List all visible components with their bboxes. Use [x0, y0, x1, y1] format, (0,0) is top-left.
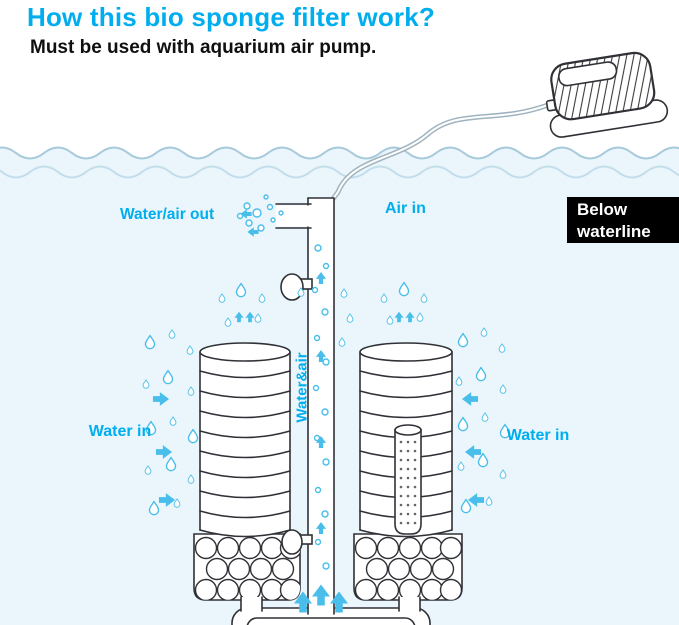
below-waterline-badge: Below waterline [567, 197, 679, 243]
waterline [0, 146, 679, 625]
right-sponge [359, 342, 453, 538]
suction-cup-bottom [281, 529, 313, 555]
outlet-bubbles [236, 194, 284, 237]
right-media-chamber [353, 533, 463, 601]
center-pipe [275, 197, 335, 615]
left-media-chamber [193, 533, 301, 601]
suction-cup-top [280, 273, 313, 301]
water-in-left-label: Water in [88, 423, 152, 440]
page-subtitle: Must be used with aquarium air pump. [30, 37, 377, 58]
water-in-right-label: Water in [506, 427, 570, 444]
air-in-label: Air in [385, 200, 426, 217]
water-and-air-label: Water&air [293, 352, 311, 423]
air-pump [545, 51, 669, 138]
left-sponge [199, 342, 291, 538]
page-title: How this bio sponge filter work? [27, 2, 435, 32]
pipe-bubbles [311, 244, 330, 570]
strainer-tube [394, 424, 422, 535]
water-air-out-label: Water/air out [120, 206, 215, 223]
strainer-holes [399, 440, 417, 525]
